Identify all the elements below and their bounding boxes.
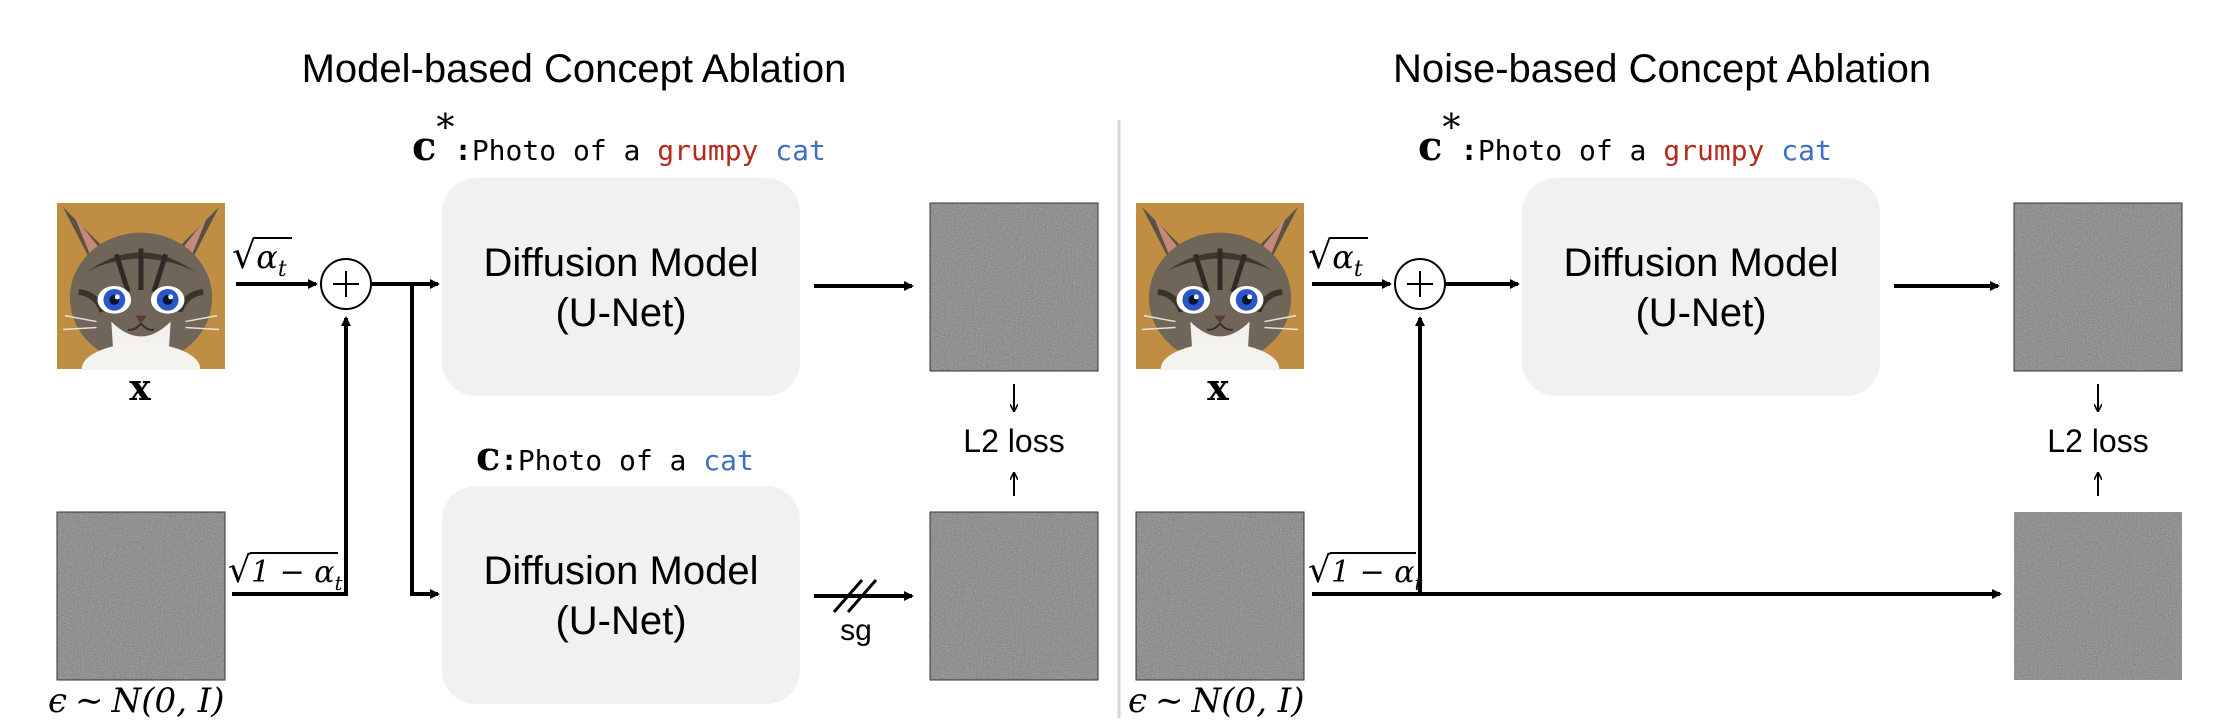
- prompt-word-grumpy: grumpy: [657, 134, 758, 167]
- coef-sqrt-one-minus-alpha: √1 − αt: [1308, 550, 1424, 595]
- coef-body: 1 − α: [1331, 555, 1415, 590]
- output-noise-top: [2014, 203, 2182, 371]
- noise-expr: N(0, I): [1191, 681, 1305, 721]
- prompt-symbol: c: [412, 123, 436, 170]
- output-noise-bottom: [930, 512, 1098, 680]
- coef-root-symbol: √: [1308, 233, 1333, 277]
- prompt-colon: :: [1460, 133, 1477, 167]
- coef-alpha: α: [1332, 238, 1354, 276]
- noise-eps: ϵ: [48, 681, 67, 721]
- noise-expr: N(0, I): [111, 681, 225, 721]
- left-panel: Model-based Concept Ablation c*:Photo of…: [48, 47, 1099, 721]
- loss-label: L2 loss: [963, 423, 1064, 459]
- arrow-noise-to-sum: [232, 316, 351, 596]
- noise-sim: ∼: [1155, 681, 1184, 721]
- prompt-colon: :: [454, 133, 471, 167]
- right-prompt-star: c*:Photo of a grumpy cat: [1418, 108, 1832, 170]
- output-noise-top: [930, 203, 1098, 371]
- prompt-space: [1764, 134, 1781, 167]
- coef-sqrt-alpha: √αt: [1308, 233, 1363, 282]
- right-title: Noise-based Concept Ablation: [1393, 47, 1931, 91]
- coef-sqrt-alpha: √αt: [232, 233, 287, 282]
- noise-label-epsilon: ϵ∼N(0, I): [1128, 681, 1305, 721]
- loss-label: L2 loss: [2047, 423, 2148, 459]
- coef-sub: t: [335, 571, 344, 595]
- prompt-symbol: c: [476, 433, 500, 480]
- prompt-prefix: Photo of a: [518, 444, 703, 477]
- cat-image: [57, 203, 225, 395]
- left-prompt: c:Photo of a cat: [476, 433, 754, 480]
- prompt-word-grumpy: grumpy: [1663, 134, 1764, 167]
- diffusion-model-box-top: [442, 178, 800, 396]
- noise-image-epsilon: [57, 512, 225, 680]
- sum-node: [1394, 258, 1446, 310]
- prompt-symbol: c: [1418, 123, 1442, 170]
- coef-root-symbol: √: [232, 233, 257, 277]
- prompt-colon: :: [500, 443, 517, 477]
- stopgrad-label: sg: [840, 614, 872, 647]
- coef-body: 1 − α: [251, 555, 335, 590]
- model-top-line1: Diffusion Model: [484, 241, 759, 285]
- model-bottom-line2: (U-Net): [555, 599, 686, 643]
- prompt-prefix: Photo of a: [1478, 134, 1663, 167]
- model-bottom-line1: Diffusion Model: [484, 549, 759, 593]
- cat-image: [1136, 203, 1304, 395]
- diffusion-model-box: [1522, 178, 1880, 396]
- prompt-prefix: Photo of a: [472, 134, 657, 167]
- model-line2: (U-Net): [1635, 291, 1766, 335]
- noise-eps: ϵ: [1128, 681, 1147, 721]
- diffusion-model-box-bottom: [442, 486, 800, 704]
- right-panel: Noise-based Concept Ablation c*:Photo of…: [1128, 47, 2183, 721]
- noise-sim: ∼: [75, 681, 104, 721]
- coef-sub: t: [278, 257, 287, 282]
- prompt-star-sup: *: [1442, 108, 1460, 149]
- coef-sub: t: [1354, 257, 1363, 282]
- coef-root-symbol: √: [228, 550, 251, 591]
- coef-sqrt-one-minus-alpha: √1 − αt: [228, 550, 344, 595]
- noise-image-epsilon: [1136, 512, 1304, 680]
- prompt-star-sup: *: [436, 108, 454, 149]
- prompt-word-cat: cat: [703, 444, 754, 477]
- left-title: Model-based Concept Ablation: [302, 47, 847, 91]
- arrow-sum-to-model-bottom: [410, 284, 440, 599]
- sum-node: [320, 258, 372, 310]
- left-prompt-star: c*:Photo of a grumpy cat: [412, 108, 826, 170]
- coef-root-symbol: √: [1308, 550, 1331, 591]
- prompt-space: [758, 134, 775, 167]
- prompt-word-cat: cat: [1781, 134, 1832, 167]
- prompt-word-cat: cat: [775, 134, 826, 167]
- noise-label-epsilon: ϵ∼N(0, I): [48, 681, 225, 721]
- target-noise-bottom: [2014, 512, 2182, 680]
- input-label-x: x: [1207, 367, 1229, 409]
- coef-alpha: α: [256, 238, 278, 276]
- model-line1: Diffusion Model: [1564, 241, 1839, 285]
- input-label-x: x: [129, 367, 151, 409]
- model-top-line2: (U-Net): [555, 291, 686, 335]
- stopgrad-slashes: [832, 579, 878, 613]
